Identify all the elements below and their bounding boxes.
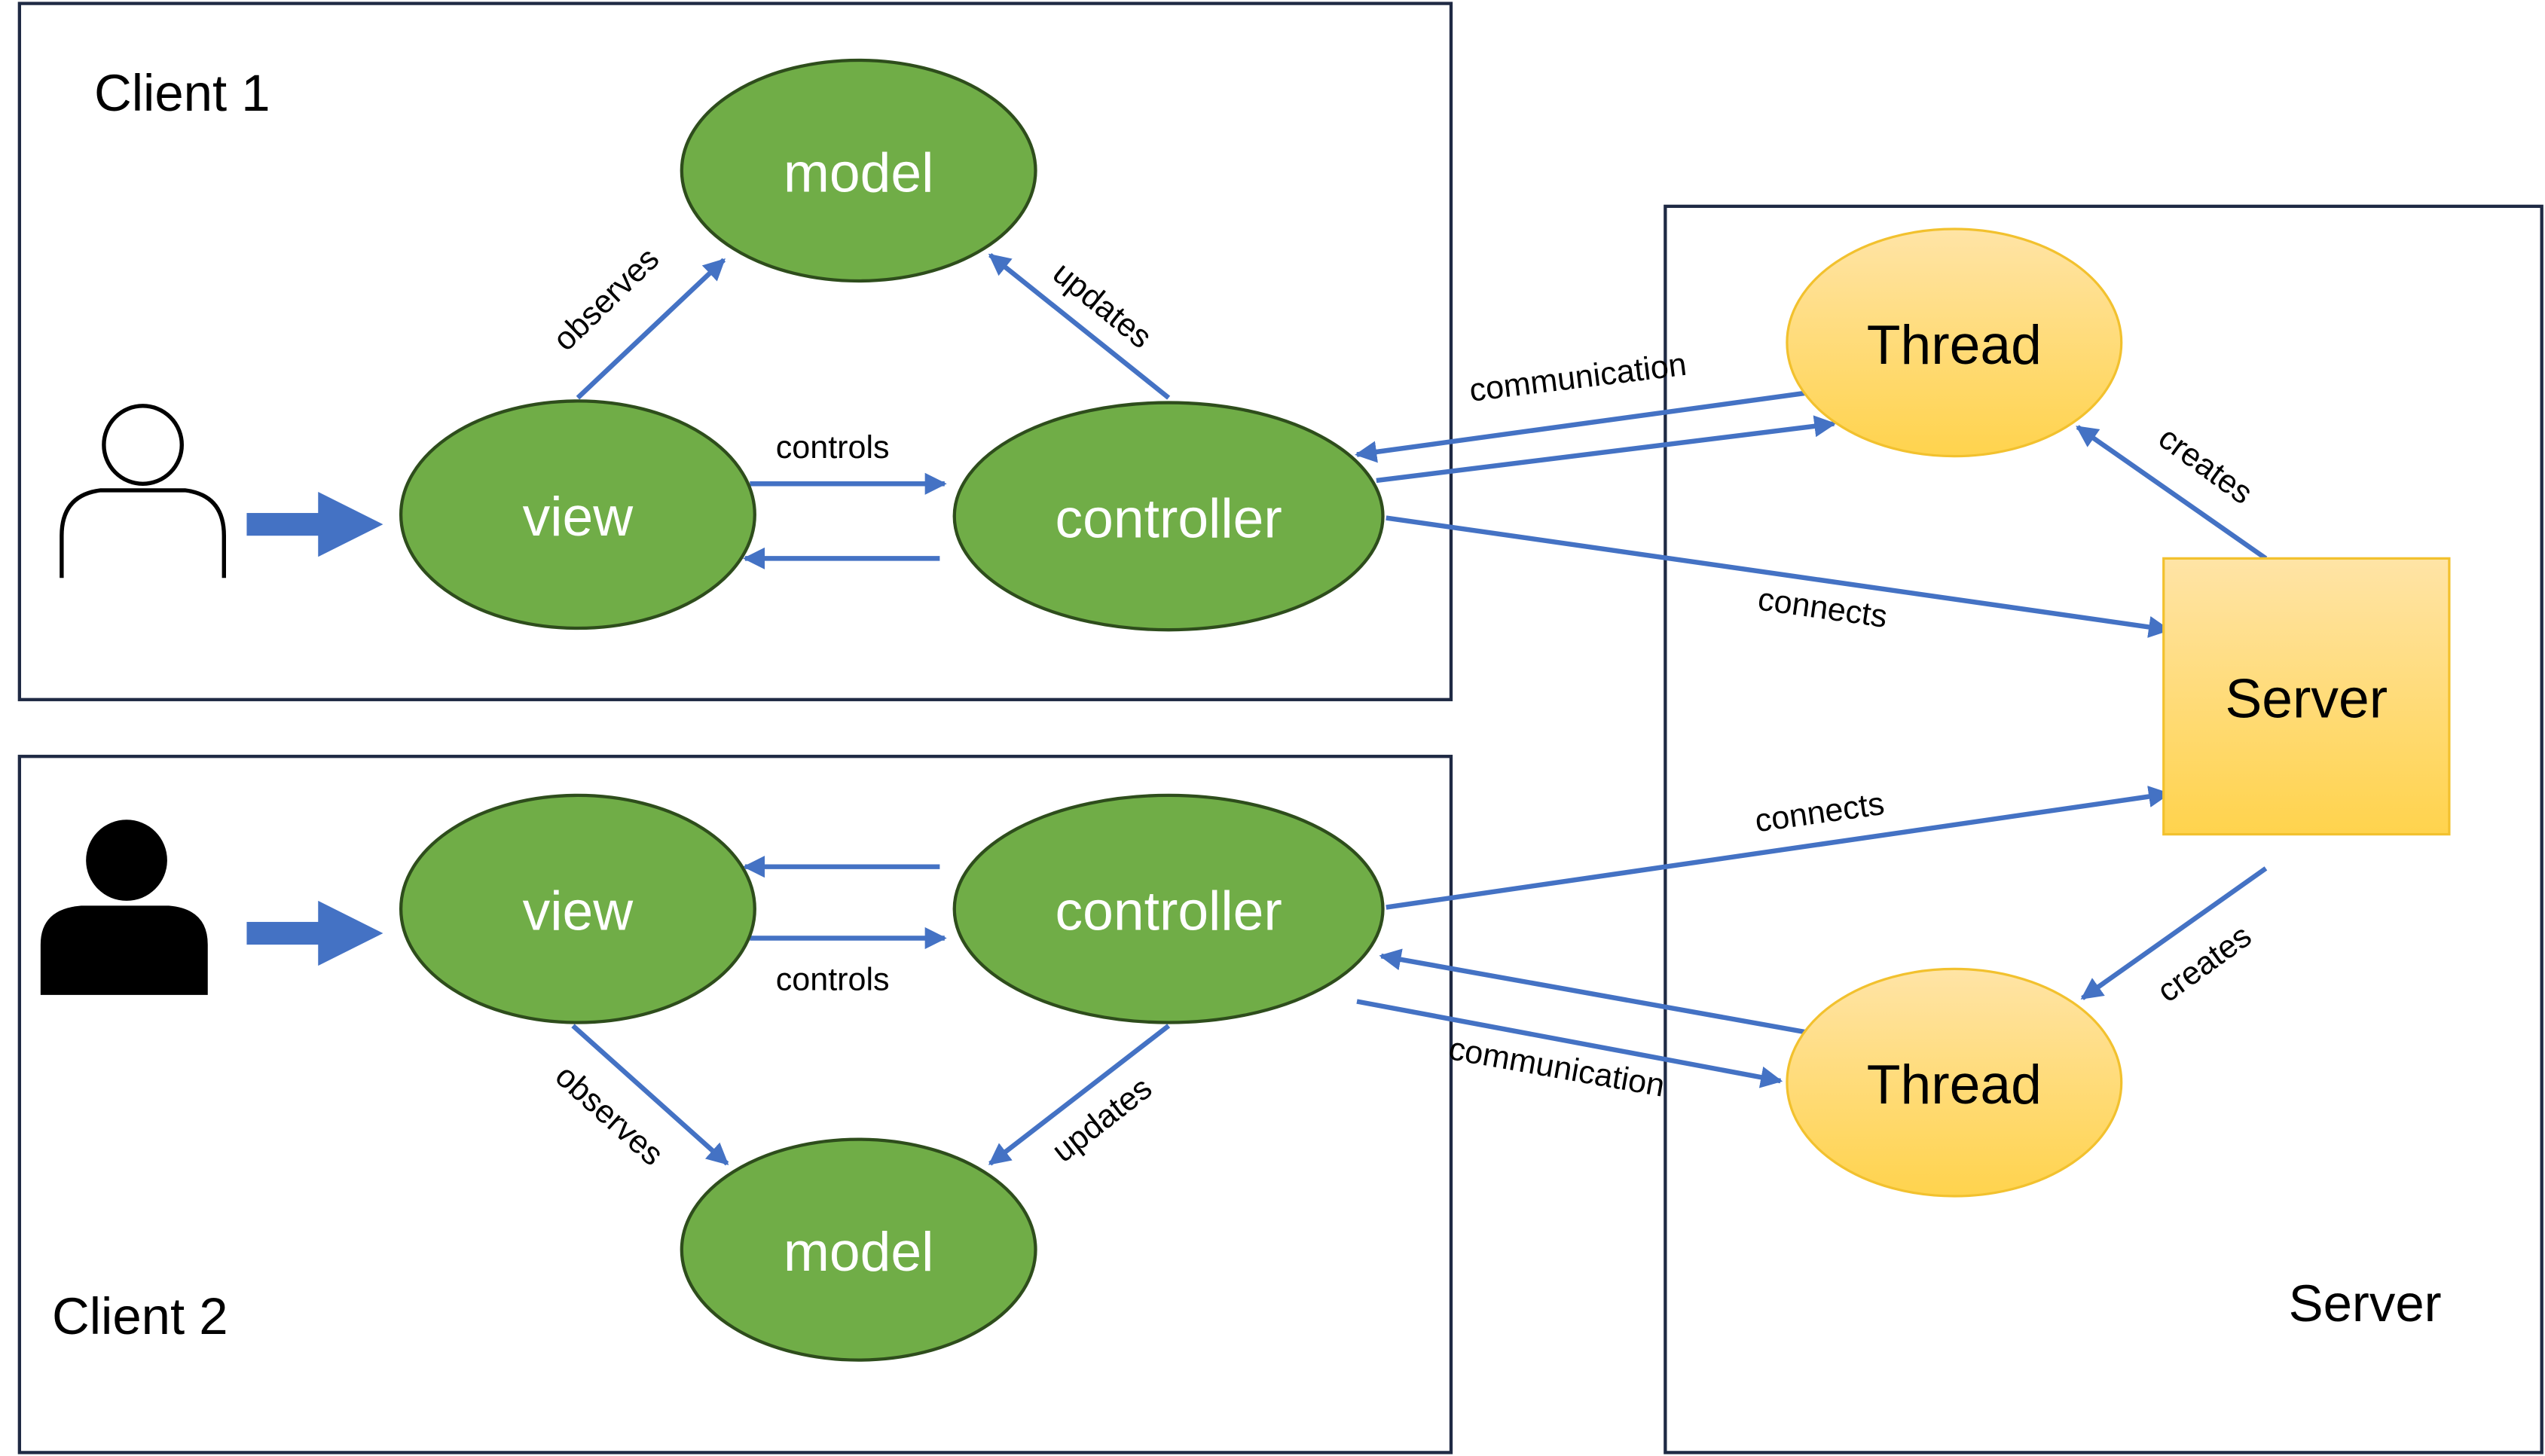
c2-controller-updates-model-arrow: [988, 1024, 1171, 1166]
thread-to-c2-controller-arrow: [1379, 948, 1807, 1035]
user-outline-icon: [60, 404, 226, 578]
client1-frame: [17, 2, 1453, 701]
client2-title: Client 2: [52, 1287, 228, 1345]
thread-to-c1-controller-arrow: [1355, 390, 1807, 463]
c1-model-node: model: [680, 58, 1037, 283]
c1-controls-label: controls: [776, 429, 890, 465]
c1-controller-label: controller: [1056, 487, 1282, 549]
c2-controller-to-thread-arrow: [1356, 999, 1783, 1088]
user2-input-arrow: [246, 900, 383, 966]
c1-view-observes-model-arrow: [576, 258, 726, 400]
server-title: Server: [2289, 1274, 2442, 1332]
server-creates-bottom-thread-arrow: [2080, 866, 2268, 1000]
c2-model-node: model: [680, 1137, 1037, 1362]
c1-controller-updates-model-arrow: [988, 252, 1171, 400]
c2-model-label: model: [784, 1221, 933, 1283]
c2-view-observes-model-arrow: [571, 1024, 729, 1166]
c1-controller-node: controller: [952, 401, 1385, 632]
c2-observes-label: observes: [548, 1058, 671, 1173]
server-box-node: Server: [2162, 557, 2451, 836]
user1-input-arrow: [246, 492, 383, 557]
creates-bottom-label: creates: [2151, 917, 2259, 1009]
server-frame: [1664, 204, 2543, 1454]
comm-top-label: communication: [1468, 346, 1688, 409]
thread-top-label: Thread: [1867, 314, 2042, 376]
c2-view-node: view: [399, 793, 756, 1024]
connects-bottom-label: connects: [1753, 786, 1887, 840]
client1-title: Client 1: [94, 64, 270, 122]
c1-observes-label: observes: [546, 240, 666, 358]
c2-view-label: view: [523, 881, 634, 942]
c2-controller-node: controller: [952, 793, 1385, 1024]
thread-top-node: Thread: [1786, 227, 2123, 458]
c1-controller-to-thread-arrow: [1376, 415, 1837, 484]
c1-model-label: model: [784, 142, 933, 203]
server-box-label: Server: [2225, 667, 2388, 729]
thread-bottom-label: Thread: [1867, 1054, 2042, 1116]
creates-top-label: creates: [2152, 420, 2259, 511]
user-filled-icon: [40, 820, 208, 995]
comm-bottom-label: communication: [1446, 1030, 1667, 1104]
c2-controller-label: controller: [1056, 881, 1282, 942]
c1-view-node: view: [399, 399, 756, 630]
c1-updates-label: updates: [1046, 255, 1158, 356]
c1-view-label: view: [523, 486, 634, 548]
c1-controller-connects-server-arrow: [1386, 515, 2171, 638]
c2-updates-label: updates: [1046, 1070, 1159, 1169]
thread-bottom-node: Thread: [1786, 967, 2123, 1198]
server-creates-top-thread-arrow: [2076, 425, 2268, 561]
client2-frame: [17, 755, 1453, 1454]
c2-controller-connects-server-arrow: [1386, 786, 2171, 910]
c2-controls-label: controls: [776, 961, 890, 997]
